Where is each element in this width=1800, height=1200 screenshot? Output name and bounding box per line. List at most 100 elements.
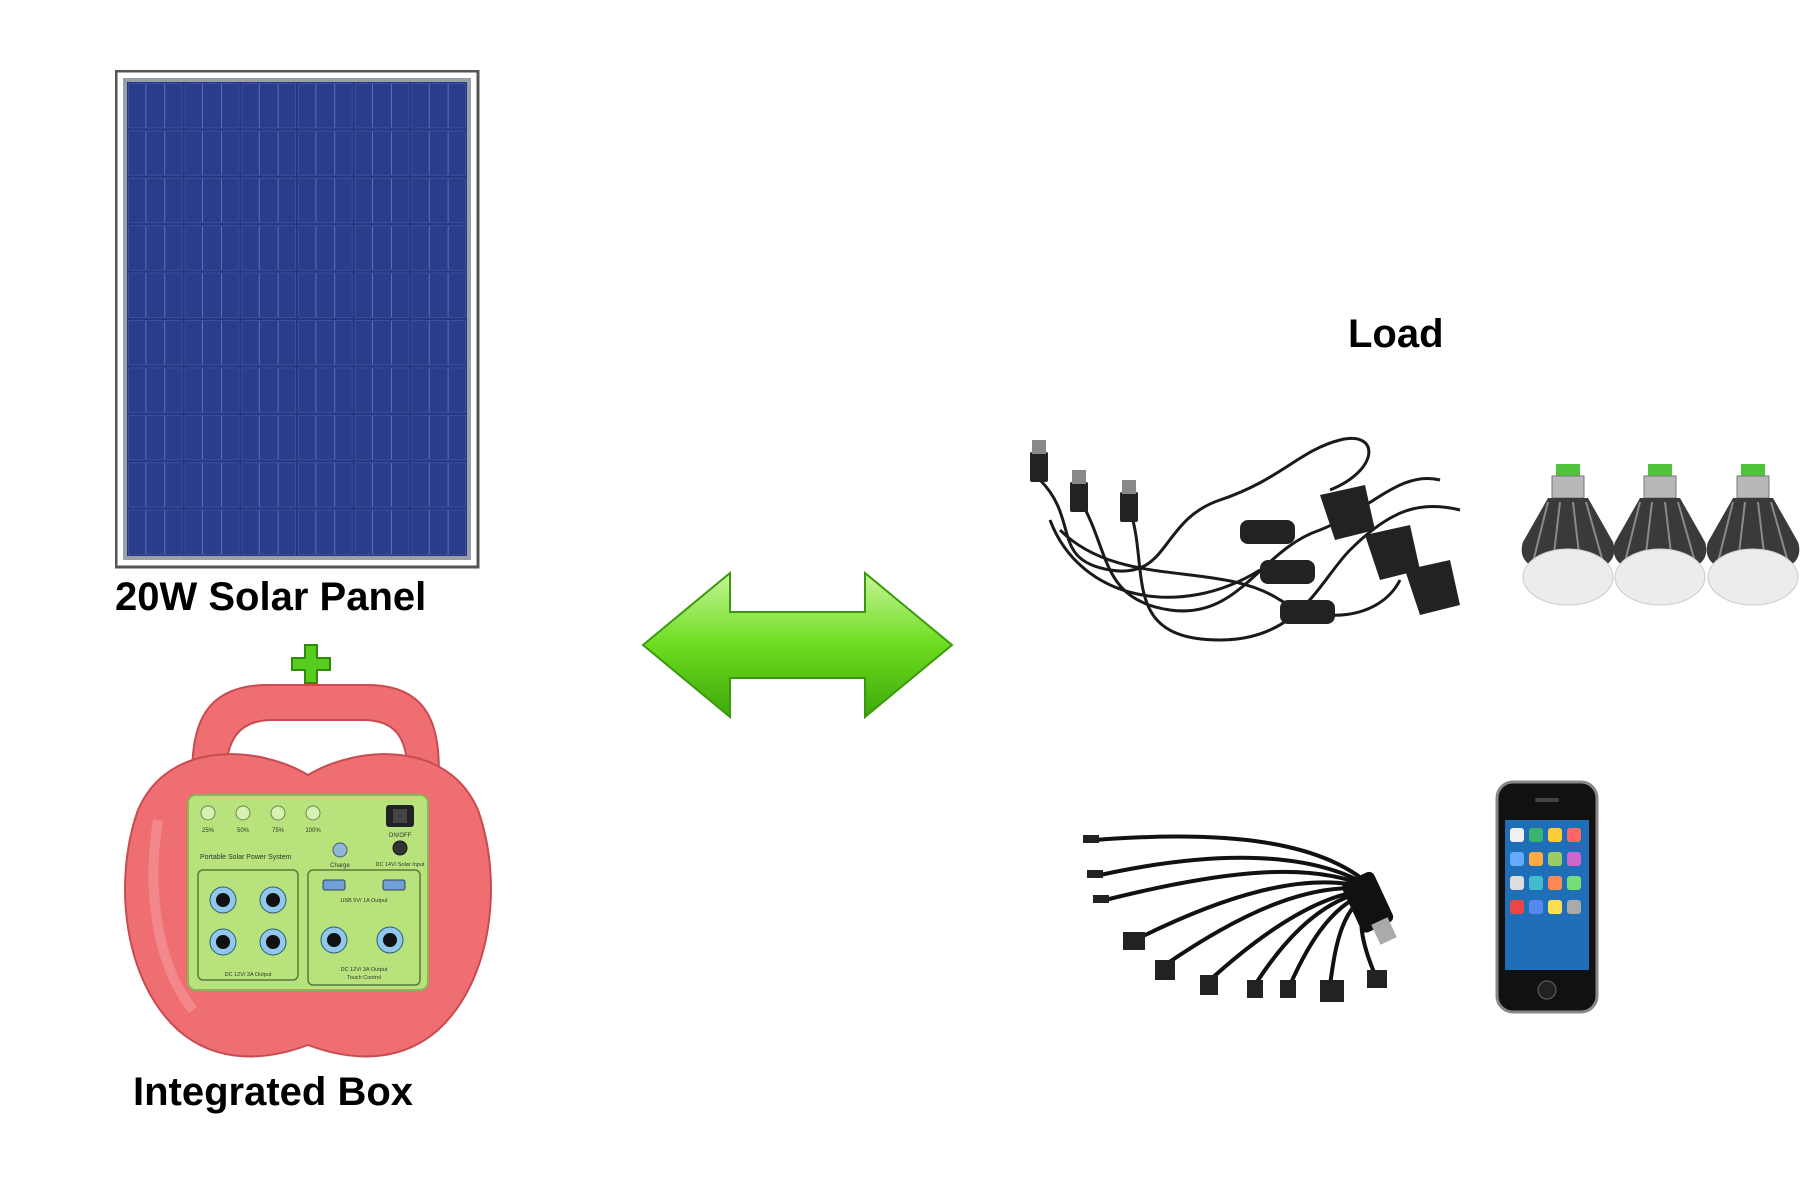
solar-cell: [298, 367, 353, 413]
dc-left-label: DC 12V/ 3A Output: [225, 972, 272, 978]
solar-cell: [354, 177, 410, 224]
solar-cell: [241, 509, 297, 556]
app-icon: [1548, 852, 1562, 866]
dc-right-label: DC 12V/ 3A Output: [341, 967, 388, 973]
app-icon: [1548, 828, 1562, 842]
solar-cell: [354, 130, 410, 176]
app-icon: [1510, 900, 1524, 914]
solar-cell: [128, 367, 183, 413]
solar-cell: [354, 414, 410, 461]
solar-cell: [184, 414, 240, 461]
level-label: 25%: [202, 828, 215, 834]
level-indicator: [270, 805, 286, 821]
app-icon: [1567, 900, 1581, 914]
app-icon: [1529, 876, 1543, 890]
solar-cell: [298, 320, 353, 366]
led-bulb-image: [1613, 464, 1707, 606]
solar-cell: [184, 225, 240, 271]
solar-cell: [354, 367, 410, 413]
solar-cell: [184, 272, 240, 319]
smartphone-image: [1495, 780, 1599, 1014]
solar-cell: [354, 509, 410, 556]
solar-cell: [298, 177, 353, 224]
app-icon: [1529, 828, 1543, 842]
solar-cell: [241, 414, 297, 461]
solar-cell: [411, 509, 467, 556]
app-icon: [1548, 900, 1562, 914]
app-icon: [1567, 852, 1581, 866]
usb-output-label: USB 5V/ 1A Output: [340, 898, 388, 904]
solar-cell: [128, 177, 183, 224]
load-label: Load: [1348, 312, 1444, 356]
integrated-box-label: Integrated Box: [133, 1070, 414, 1114]
led-bulb-image: [1521, 464, 1615, 606]
solar-cell: [298, 130, 353, 176]
solar-cell: [184, 509, 240, 556]
solar-cell: [411, 130, 467, 176]
solar-cell: [411, 83, 467, 129]
solar-cell: [411, 462, 467, 508]
solar-cell: [184, 177, 240, 224]
solar-cell: [241, 177, 297, 224]
solar-cell: [128, 414, 183, 461]
solar-cell: [298, 509, 353, 556]
solar-cell: [298, 83, 353, 129]
solar-cell: [298, 414, 353, 461]
solar-cell: [298, 225, 353, 271]
solar-cell: [411, 320, 467, 366]
solar-cell: [354, 83, 410, 129]
solar-cell: [184, 130, 240, 176]
level-label: 100%: [305, 828, 321, 834]
solar-cell: [128, 320, 183, 366]
solar-cell: [411, 225, 467, 271]
level-indicator: [200, 805, 216, 821]
app-icon: [1548, 876, 1562, 890]
solar-cell: [184, 83, 240, 129]
solar-cell: [411, 177, 467, 224]
double-arrow-icon: [641, 570, 954, 720]
usb-multi-charger-image: [1083, 834, 1397, 1002]
app-icon: [1529, 852, 1543, 866]
app-icon: [1510, 852, 1524, 866]
charge-label: Charge: [330, 863, 350, 869]
solar-cell: [184, 367, 240, 413]
integrated-box-image: 25%50%75%100% ON/OFF Portable Solar Powe…: [124, 684, 492, 1058]
solar-cell: [298, 462, 353, 508]
solar-cell: [241, 367, 297, 413]
box-title: Portable Solar Power System: [200, 854, 292, 861]
solar-cell: [298, 272, 353, 319]
solar-cell: [128, 509, 183, 556]
solar-cell: [354, 320, 410, 366]
solar-cell: [128, 272, 183, 319]
solar-input-label: DC 14V/ Solar Input: [376, 862, 425, 868]
level-label: 50%: [237, 828, 250, 834]
app-icon: [1510, 876, 1524, 890]
solar-cell: [411, 414, 467, 461]
solar-panel-image: [115, 70, 480, 569]
solar-cell: [128, 130, 183, 176]
solar-cell: [241, 83, 297, 129]
solar-cell: [241, 320, 297, 366]
plus-icon: [291, 644, 331, 684]
solar-cell: [354, 462, 410, 508]
solar-cell: [354, 225, 410, 271]
app-icon: [1510, 828, 1524, 842]
level-label: 75%: [272, 828, 285, 834]
solar-cell: [184, 320, 240, 366]
solar-cell: [241, 272, 297, 319]
led-bulb-image: [1706, 464, 1800, 606]
solar-cell: [128, 462, 183, 508]
solar-cell: [354, 272, 410, 319]
app-icon: [1529, 900, 1543, 914]
solar-cell: [411, 367, 467, 413]
solar-cell: [241, 462, 297, 508]
solar-cell: [241, 225, 297, 271]
solar-panel-label: 20W Solar Panel: [115, 575, 427, 619]
lamp-cables-image: [1030, 437, 1461, 642]
solar-cell: [128, 83, 183, 129]
solar-cell: [184, 462, 240, 508]
touch-label: Touch Control: [347, 975, 381, 981]
app-icon: [1567, 876, 1581, 890]
solar-cell: [128, 225, 183, 271]
solar-cell: [241, 130, 297, 176]
